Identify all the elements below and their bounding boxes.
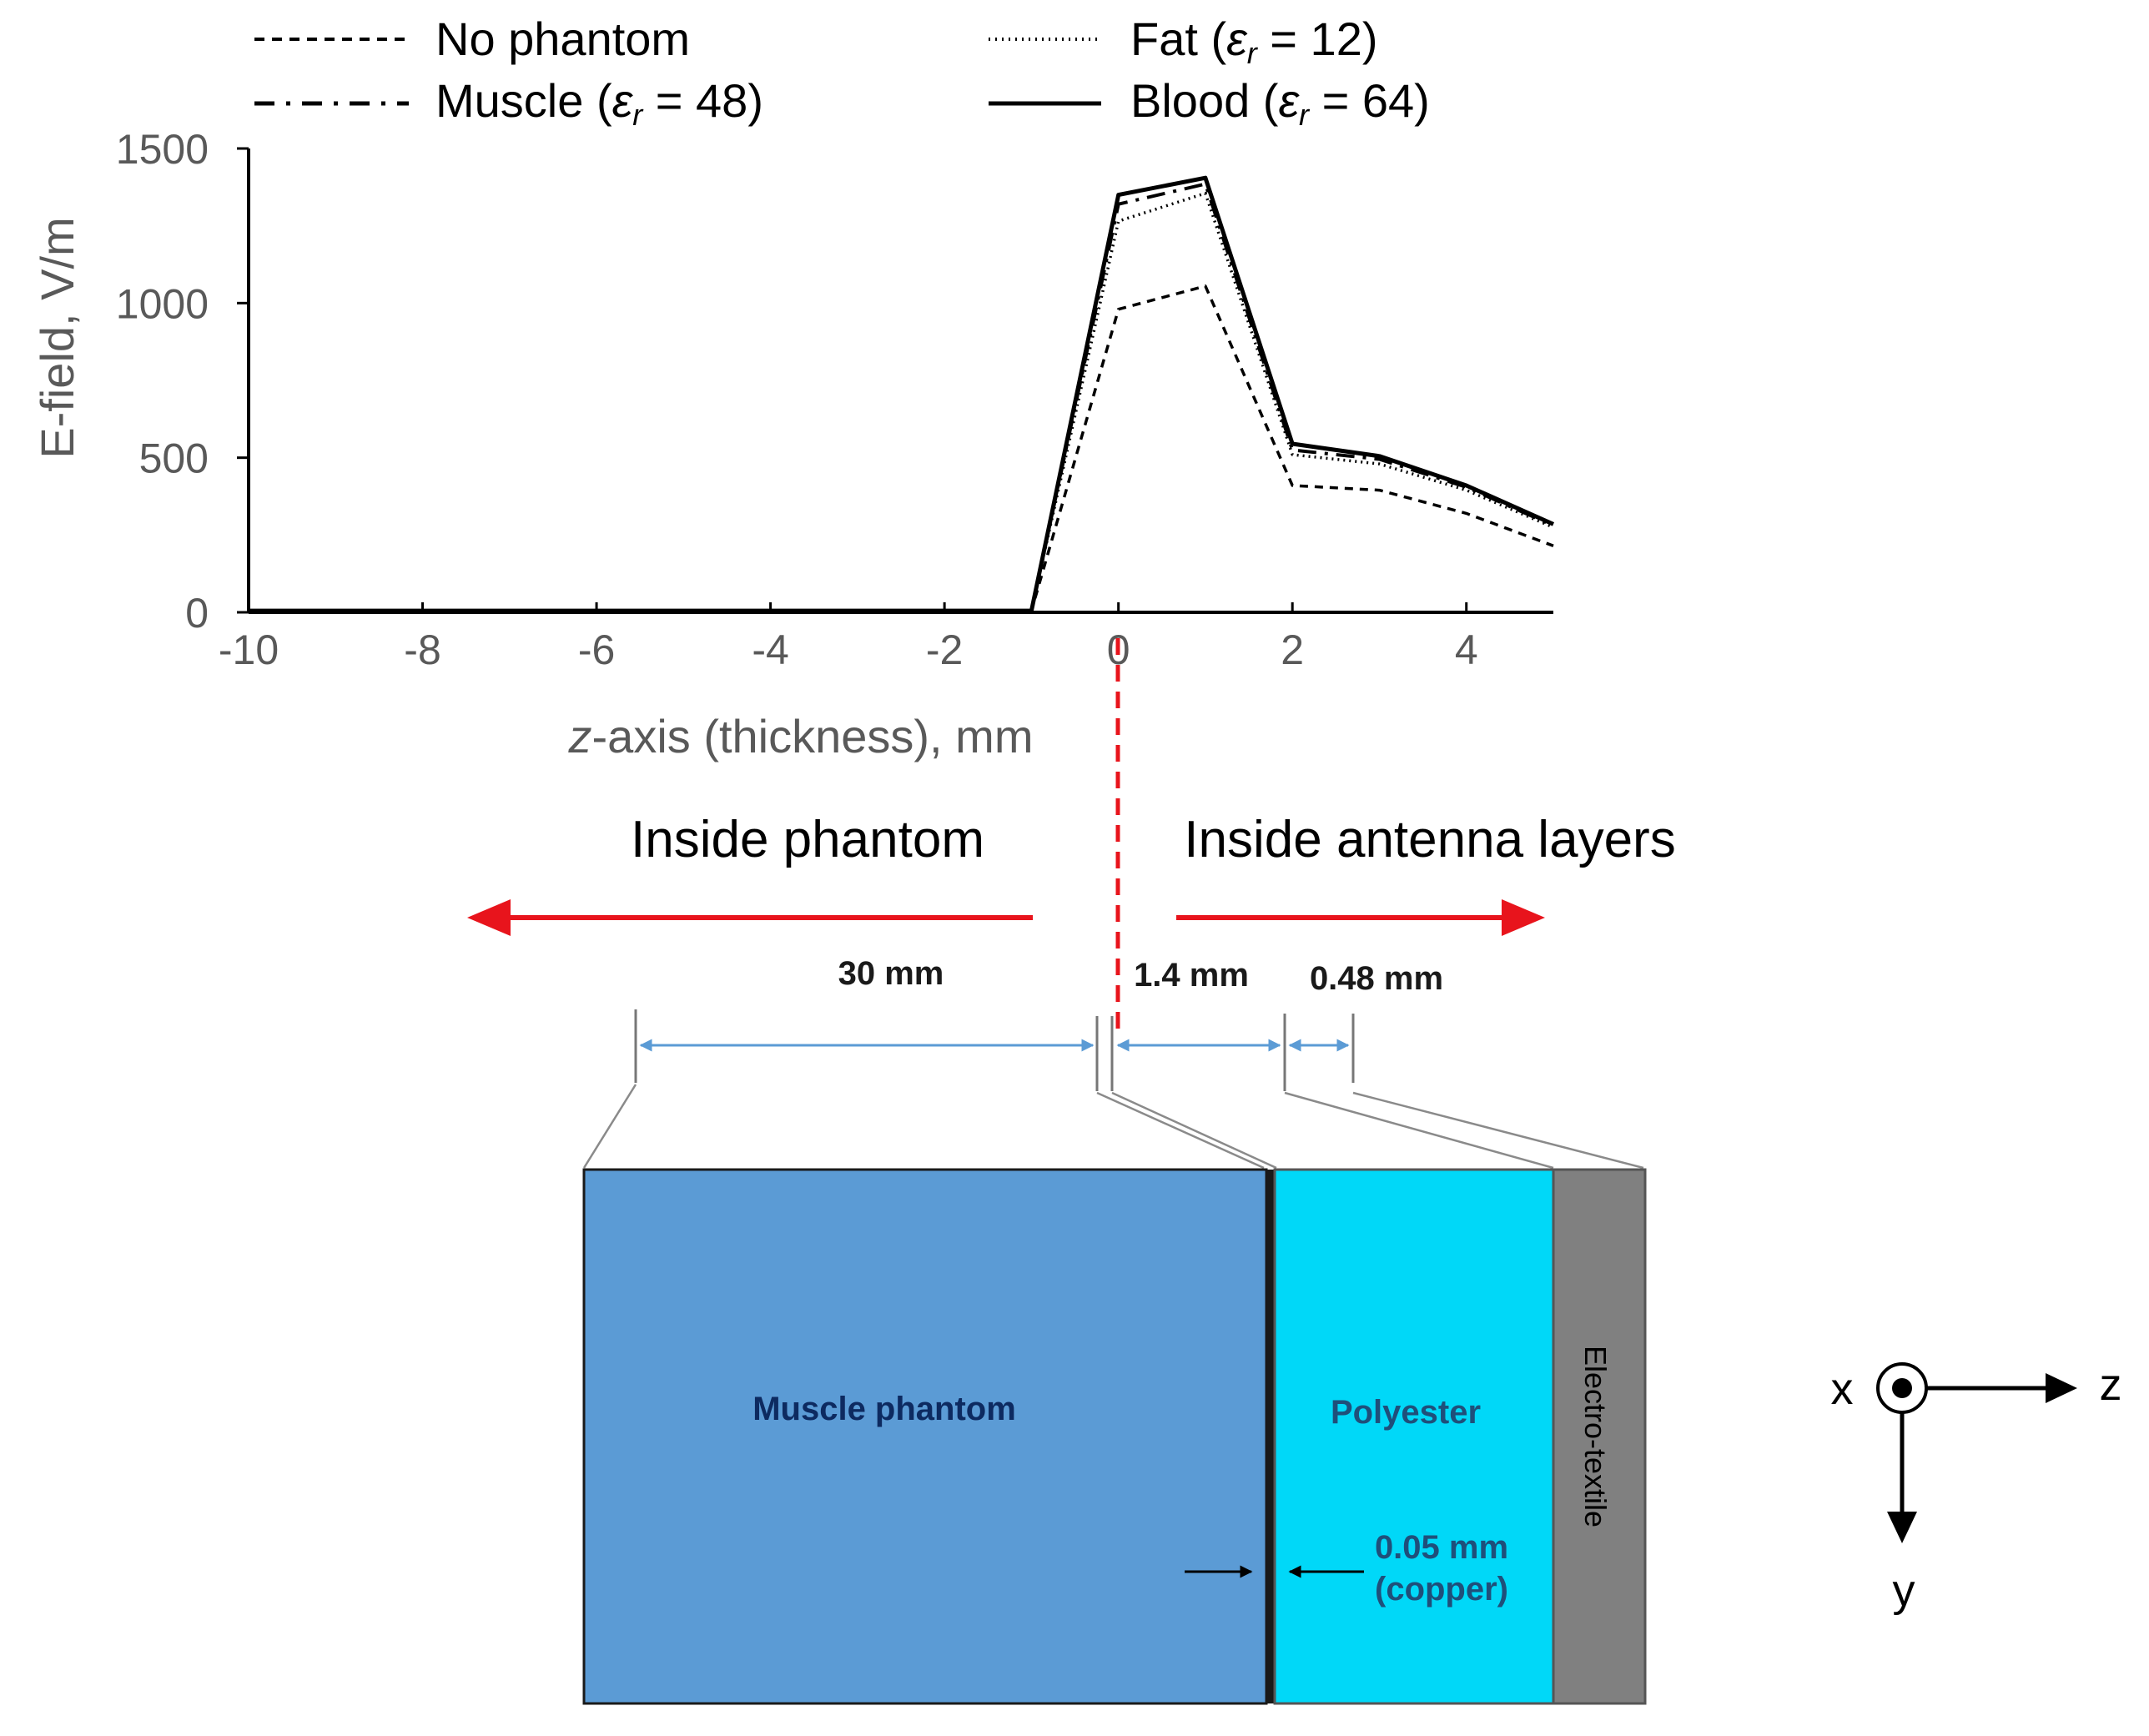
label-electrotextile: Electro-textile: [1578, 1346, 1613, 1527]
x-tick-label: 2: [1281, 626, 1304, 673]
dimension-label-phantom: 30 mm: [838, 955, 944, 992]
legend-label-blood: Blood (εr = 64): [1130, 74, 1430, 132]
dimension-label-substrate: 1.4 mm: [1134, 957, 1249, 994]
efield-chart: 0 500 1000 1500 -10 -8 -6 -4 -2 0 2 4 E-field, V/m…: [31, 126, 1555, 762]
layer-diagram: Inside phantom Inside antenna layers 30 …: [467, 638, 2122, 1705]
x-tick-label: -10: [219, 626, 279, 673]
label-polyester: Polyester: [1331, 1394, 1481, 1431]
layer-polyester: [1273, 1168, 1555, 1705]
y-tick-label: 0: [185, 590, 209, 637]
y-axis-label: E-field, V/m: [31, 217, 83, 458]
coordinate-axes-icon: [1876, 1362, 2077, 1543]
x-tick-label: -8: [404, 626, 440, 673]
x-tick-label: -4: [752, 626, 788, 673]
series-line-2: [249, 182, 1554, 613]
layer-electrotextile: [1552, 1168, 1647, 1705]
series-group: [249, 175, 1555, 613]
chart-legend: No phantom Fat (εr = 12) Muscle (εr = 48…: [254, 13, 1430, 132]
arrow-right-icon: [1176, 899, 1545, 936]
legend-label-muscle: Muscle (εr = 48): [435, 74, 763, 132]
label-inside-phantom: Inside phantom: [631, 811, 984, 868]
legend-label-no-phantom: No phantom: [435, 13, 690, 65]
label-inside-antenna: Inside antenna layers: [1184, 811, 1675, 868]
arrow-left-icon: [467, 899, 1033, 936]
legend-entry-muscle: Muscle (εr = 48): [254, 74, 763, 132]
copper-dimension-material: (copper): [1375, 1571, 1508, 1608]
y-tick-label: 1500: [116, 126, 209, 173]
layer-muscle-phantom: [582, 1168, 1268, 1705]
series-line-0: [249, 284, 1554, 612]
y-tick-group: 0 500 1000 1500: [116, 126, 249, 637]
axis-label-x: x: [1831, 1364, 1854, 1414]
series-line-3: [249, 175, 1555, 613]
y-tick-label: 1000: [116, 280, 209, 327]
legend-entry-fat: Fat (εr = 12): [989, 13, 1378, 70]
y-tick-label: 500: [139, 435, 209, 482]
dimension-ticks: [634, 1009, 1355, 1091]
axis-label-y: y: [1893, 1566, 1915, 1616]
legend-entry-blood: Blood (εr = 64): [989, 74, 1430, 132]
dimension-label-textile: 0.48 mm: [1310, 960, 1443, 997]
axis-label-z: z: [2100, 1360, 2122, 1410]
legend-label-fat: Fat (εr = 12): [1130, 13, 1378, 70]
x-tick-label: -2: [926, 626, 963, 673]
copper-dimension-value: 0.05 mm: [1375, 1529, 1508, 1566]
layer-copper: [1266, 1170, 1275, 1703]
label-muscle-phantom: Muscle phantom: [752, 1391, 1016, 1427]
projection-lines: [582, 1084, 1644, 1170]
legend-entry-no-phantom: No phantom: [254, 13, 690, 65]
x-tick-label: 4: [1455, 626, 1478, 673]
x-axis-label: z-axis (thickness), mm: [568, 710, 1034, 762]
x-tick-label: -6: [578, 626, 615, 673]
series-line-1: [249, 191, 1554, 612]
